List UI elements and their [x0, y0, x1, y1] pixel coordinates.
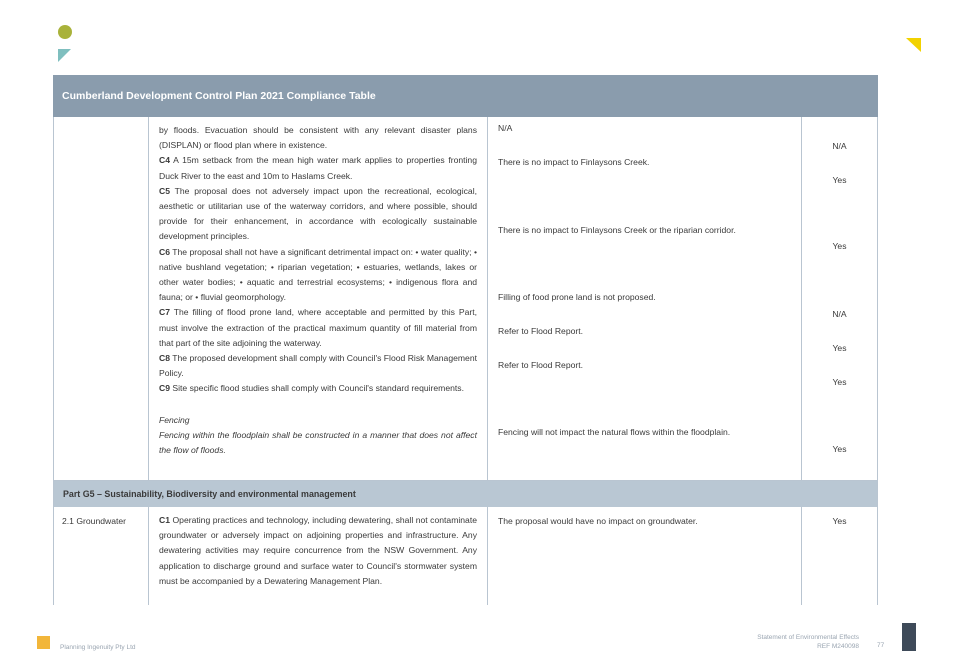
compliance-value: N/A: [832, 141, 847, 151]
response-text: The proposal would have no impact on gro…: [498, 516, 698, 526]
control-cell: by floods. Evacuation should be consiste…: [149, 117, 488, 480]
fencing-text: Fencing within the floodplain shall be c…: [159, 429, 477, 456]
control-c1: C1 Operating practices and technology, i…: [159, 515, 477, 586]
compliance-value: Yes: [832, 377, 847, 387]
page-number: 77: [877, 642, 885, 649]
footer-accent-bar: [902, 623, 916, 651]
compliance-cell: Yes: [802, 507, 877, 605]
control-intro: by floods. Evacuation should be consiste…: [159, 125, 477, 151]
response-text: Fencing will not impact the natural flow…: [498, 427, 731, 437]
table-row: by floods. Evacuation should be consiste…: [54, 117, 877, 481]
compliance-value: Yes: [832, 516, 847, 526]
response-text: Refer to Flood Report.: [498, 360, 584, 370]
fencing-heading: Fencing: [159, 414, 190, 425]
response-text: Refer to Flood Report.: [498, 326, 584, 336]
control-c7: C7 The filling of flood prone land, wher…: [159, 307, 477, 348]
footer-doc-title: Statement of Environmental Effects: [757, 634, 859, 641]
response-cell: N/A There is no impact to Finlaysons Cre…: [488, 117, 802, 480]
response-cell: The proposal would have no impact on gro…: [488, 507, 802, 605]
compliance-cell: N/A Yes Yes N/A Yes Yes Yes: [802, 117, 877, 480]
control-c9: C9 Site specific flood studies shall com…: [159, 383, 464, 394]
footer-doc-info: Statement of Environmental Effects REF M…: [757, 633, 859, 651]
response-text: N/A: [498, 123, 513, 133]
decorative-circle-icon: [58, 25, 72, 39]
control-cell: C1 Operating practices and technology, i…: [149, 507, 488, 605]
compliance-value: Yes: [832, 343, 847, 353]
control-c6: C6 The proposal shall not have a signifi…: [159, 246, 477, 303]
row-label-cell: [54, 117, 149, 480]
control-c8: C8 The proposed development shall comply…: [159, 353, 477, 379]
response-text: Filling of food prone land is not propos…: [498, 292, 656, 302]
control-c4: C4 A 15m setback from the mean high wate…: [159, 155, 477, 181]
compliance-value: Yes: [832, 241, 847, 251]
decorative-triangle-icon: [58, 49, 71, 62]
row-label-cell: 2.1 Groundwater: [54, 507, 149, 605]
control-c5: C5 The proposal does not adversely impac…: [159, 185, 477, 242]
compliance-value: Yes: [832, 175, 847, 185]
decorative-corner-icon: [906, 38, 921, 52]
response-text: There is no impact to Finlaysons Creek o…: [498, 225, 736, 235]
table-title: Cumberland Development Control Plan 2021…: [53, 75, 878, 117]
section-heading: Part G5 – Sustainability, Biodiversity a…: [54, 481, 877, 507]
footer-company: Planning Ingenuity Pty Ltd: [60, 644, 136, 651]
response-text: There is no impact to Finlaysons Creek.: [498, 157, 650, 167]
table-row: 2.1 Groundwater C1 Operating practices a…: [54, 507, 877, 605]
compliance-table: Cumberland Development Control Plan 2021…: [53, 75, 878, 605]
company-logo-icon: [37, 636, 50, 649]
compliance-value: N/A: [832, 309, 847, 319]
compliance-value: Yes: [832, 444, 847, 454]
footer-ref: REF M240098: [817, 643, 859, 650]
